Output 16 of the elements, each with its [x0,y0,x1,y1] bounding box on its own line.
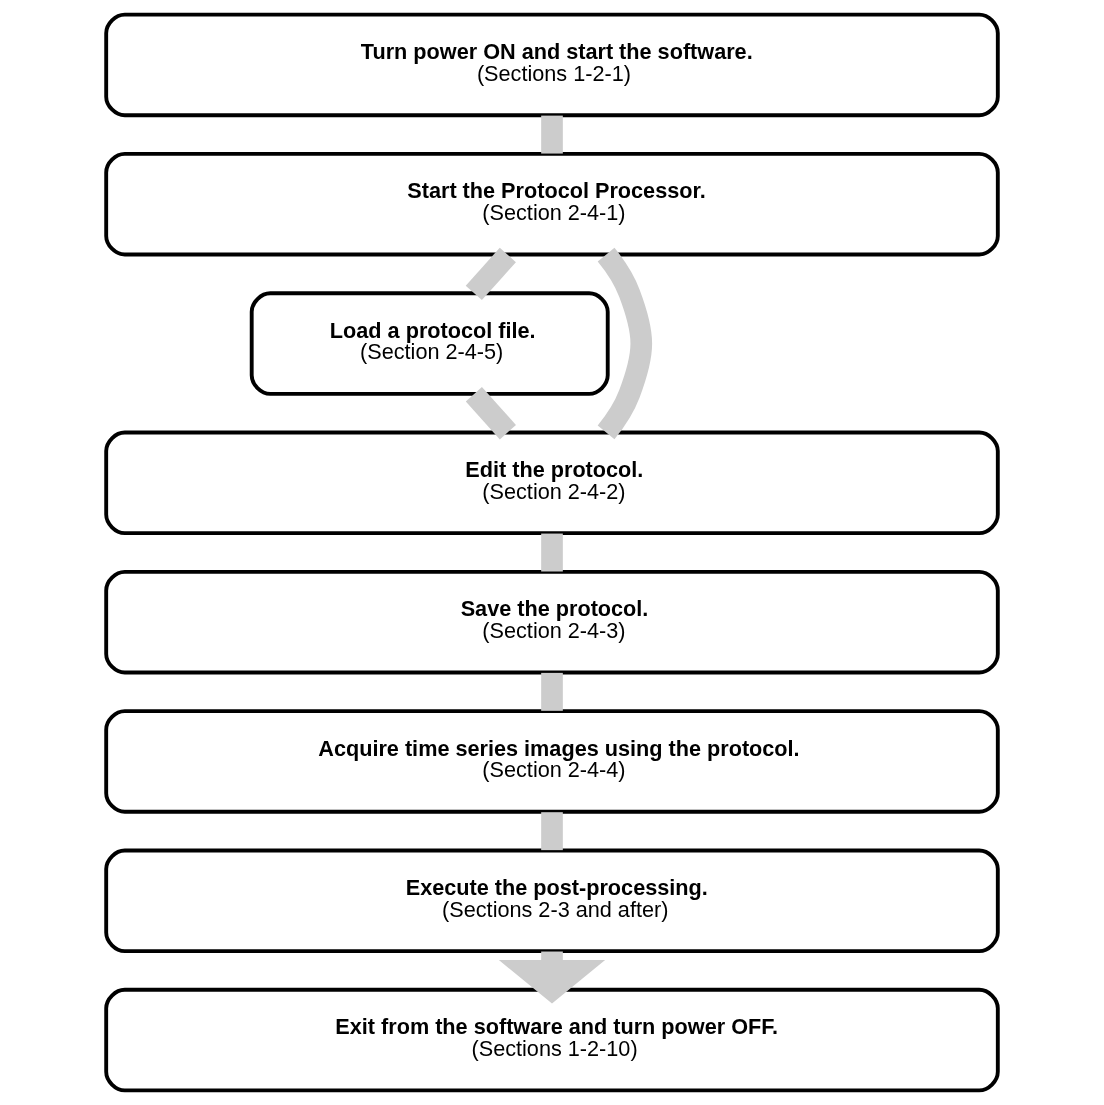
node-box: Execute the post-processing. (Sections 2-3 and after) [104,848,1000,954]
connector [465,387,516,440]
connector [541,533,563,572]
connector [597,247,653,440]
connector [541,812,563,851]
node-box: Save the protocol. (Section 2-4-3) [104,569,1000,675]
arrow [498,951,606,1004]
connector [465,247,516,301]
node-box: Acquire time series images using the protocol. (Section 2-4-4) [104,709,1000,814]
node-box: Turn power ON and start the software. (Sections 1-2-1) [104,12,1000,118]
node-box: Edit the protocol. (Section 2-4-2) [104,430,1000,536]
node-box: Start the Protocol Processor. (Section 2-4-1) [104,151,1000,257]
connector [541,672,563,711]
connector [541,115,563,154]
node-box: Load a protocol file. (Section 2-4-5) [249,291,610,396]
node-box: Exit from the software and turn power OFF. (Sections 1-2-10) [104,987,1000,1093]
